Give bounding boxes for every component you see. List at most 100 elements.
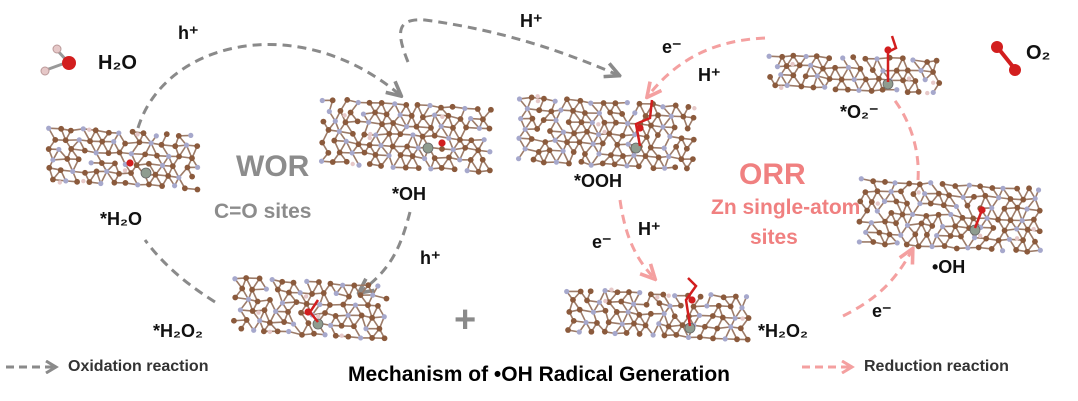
wor-hplus-mid: h⁺ xyxy=(420,248,441,268)
carbon-atom xyxy=(626,289,632,295)
carbon-atom xyxy=(732,293,739,300)
carbon-atom xyxy=(530,156,537,163)
carbon-atom xyxy=(99,138,106,145)
nitrogen-atom xyxy=(898,232,904,238)
carbon-atom xyxy=(365,302,371,309)
nitrogen-atom xyxy=(960,194,966,200)
sheet-ooh xyxy=(515,94,697,172)
carbon-atom xyxy=(336,149,343,156)
carbon-atom xyxy=(293,299,300,305)
carbon-atom xyxy=(602,307,609,314)
carbon-atom xyxy=(419,114,426,121)
carbon-atom xyxy=(1001,205,1008,212)
carbon-atom xyxy=(365,282,372,289)
carbon-atom xyxy=(181,185,188,192)
carbon-atom xyxy=(243,317,250,323)
orr-subtitle-line2: sites xyxy=(750,226,798,249)
state-oh-radical: •OH xyxy=(932,257,966,277)
nitrogen-atom xyxy=(232,276,238,282)
carbon-atom xyxy=(488,106,494,113)
nitrogen-atom xyxy=(874,56,880,62)
carbon-atom xyxy=(790,52,797,59)
nitrogen-atom xyxy=(317,301,323,308)
carbon-atom xyxy=(975,244,982,251)
hydrogen-atom xyxy=(666,293,671,298)
nitrogen-atom xyxy=(176,174,182,181)
hydrogen-atom xyxy=(931,80,936,85)
carbon-atom xyxy=(338,322,345,329)
carbon-atom xyxy=(372,109,378,116)
carbon-atom xyxy=(709,313,716,319)
hydrogen-atom xyxy=(367,135,372,141)
nitrogen-atom xyxy=(516,96,523,102)
nitrogen-atom xyxy=(989,205,995,211)
carbon-atom xyxy=(875,75,882,82)
nitrogen-atom xyxy=(868,220,874,226)
carbon-atom xyxy=(923,212,930,219)
carbon-atom xyxy=(701,323,708,330)
nitrogen-atom xyxy=(183,142,190,148)
carbon-atom xyxy=(311,330,317,337)
state-h2o: *H₂O xyxy=(100,209,143,229)
nitrogen-atom xyxy=(625,309,631,315)
carbon-atom xyxy=(826,76,833,82)
carbon-atom xyxy=(656,300,663,307)
carbon-atom xyxy=(886,231,893,238)
hydrogen-atom xyxy=(609,287,614,292)
carbon-atom xyxy=(607,109,614,116)
carbon-atom xyxy=(916,181,923,188)
carbon-atom xyxy=(474,106,481,112)
nitrogen-atom xyxy=(328,322,334,328)
nitrogen-atom xyxy=(602,287,608,294)
nitrogen-atom xyxy=(856,87,862,93)
carbon-atom xyxy=(882,241,888,248)
carbon-atom xyxy=(684,165,690,172)
carbon-atom xyxy=(606,130,613,137)
carbon-atom xyxy=(737,325,744,332)
carbon-atom xyxy=(620,153,626,159)
carbon-atom xyxy=(564,96,570,103)
nitrogen-atom xyxy=(279,300,286,306)
carbon-atom xyxy=(857,65,864,72)
nitrogen-atom xyxy=(135,182,141,188)
hydrogen-atom xyxy=(655,295,660,300)
carbon-atom xyxy=(1026,185,1032,192)
carbon-atom xyxy=(274,286,281,293)
carbon-atom xyxy=(601,119,608,126)
carbon-atom xyxy=(678,156,685,163)
carbon-atom xyxy=(566,160,572,167)
orr-arrow-h2o2-to-oh xyxy=(842,250,912,318)
carbon-atom xyxy=(122,180,129,186)
carbon-atom xyxy=(565,327,571,333)
nitrogen-atom xyxy=(1000,185,1006,191)
orr-eminus-bottom: e⁻ xyxy=(872,301,892,321)
carbon-atom xyxy=(927,200,934,207)
carbon-atom xyxy=(379,121,385,128)
carbon-atom xyxy=(888,210,895,216)
nitrogen-atom xyxy=(589,119,595,126)
nitrogen-atom xyxy=(518,116,524,122)
carbon-atom xyxy=(571,130,577,137)
carbon-atom xyxy=(566,309,573,315)
nitrogen-atom xyxy=(667,133,673,140)
nitrogen-atom xyxy=(166,153,172,159)
carbon-atom xyxy=(570,149,577,155)
carbon-atom xyxy=(924,59,931,65)
carbon-atom xyxy=(576,139,583,146)
hydrogen-atom xyxy=(57,180,63,185)
nitrogen-atom xyxy=(386,152,392,159)
carbon-atom xyxy=(239,285,246,292)
carbon-atom xyxy=(299,331,305,338)
carbon-atom xyxy=(415,165,422,172)
hydrogen-atom xyxy=(906,76,912,81)
carbon-atom xyxy=(947,233,954,239)
carbon-atom xyxy=(343,158,350,165)
carbon-atom xyxy=(475,147,482,154)
nitrogen-atom xyxy=(596,299,602,305)
nitrogen-atom xyxy=(929,243,935,250)
carbon-atom xyxy=(344,96,351,103)
carbon-atom xyxy=(266,319,273,326)
carbon-atom xyxy=(1024,248,1031,255)
carbon-atom xyxy=(92,127,99,134)
sheet-h2o2-left xyxy=(231,275,390,342)
